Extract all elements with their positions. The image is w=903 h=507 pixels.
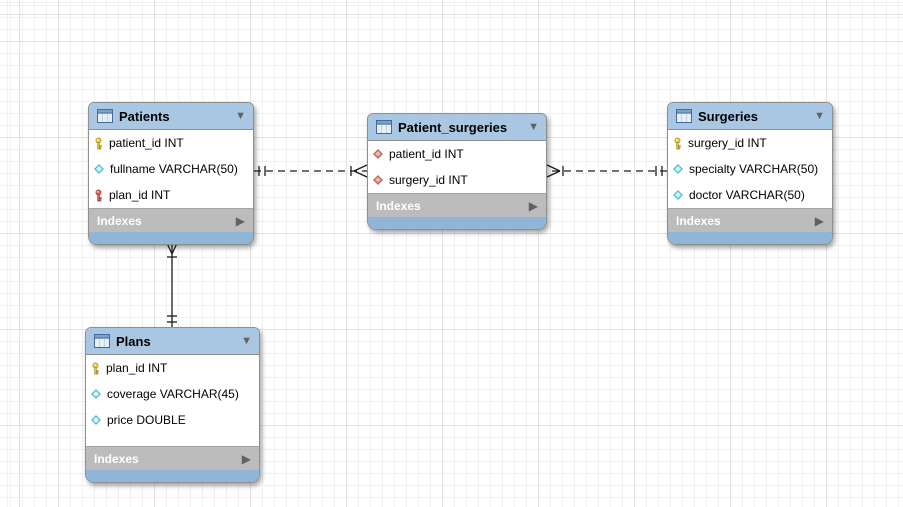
table-icon — [94, 334, 110, 348]
diamond-column-icon — [91, 389, 101, 399]
column-label: patient_id INT — [389, 147, 464, 161]
indexes-bar[interactable]: Indexes ▶ — [86, 446, 259, 470]
table-column-row[interactable]: patient_id INT — [368, 141, 546, 167]
expand-arrow-icon[interactable]: ▶ — [528, 198, 538, 213]
table-column-row[interactable]: surgery_id INT — [668, 130, 832, 156]
diamond-column-icon — [94, 164, 104, 174]
table-icon — [676, 109, 692, 123]
diamond-column-icon — [673, 164, 683, 174]
column-label: price DOUBLE — [107, 413, 186, 427]
table-footer — [89, 232, 253, 244]
table-column-row[interactable]: plan_id INT — [89, 182, 253, 208]
table-column-row[interactable]: surgery_id INT — [368, 167, 546, 193]
indexes-label: Indexes — [97, 213, 142, 228]
table-columns: patient_id INT fullname VARCHAR(50) plan… — [89, 130, 253, 208]
column-label: surgery_id INT — [688, 136, 767, 150]
column-label: patient_id INT — [109, 136, 184, 150]
relationship-patients-to-patient_surgeries[interactable] — [254, 164, 368, 178]
indexes-label: Indexes — [94, 451, 139, 466]
table-column-row[interactable]: price DOUBLE — [86, 407, 259, 433]
column-label: plan_id INT — [109, 188, 171, 202]
table-plans[interactable]: Plans ▼ plan_id INT coverage VARCHAR(45)… — [85, 327, 260, 483]
column-label: fullname VARCHAR(50) — [110, 162, 238, 176]
table-column-row[interactable]: plan_id INT — [86, 355, 259, 381]
table-column-row[interactable]: doctor VARCHAR(50) — [668, 182, 832, 208]
table-header[interactable]: Surgeries ▼ — [668, 103, 832, 130]
collapse-arrow-icon[interactable]: ▼ — [241, 334, 252, 347]
table-surgeries[interactable]: Surgeries ▼ surgery_id INT specialty VAR… — [667, 102, 833, 245]
indexes-bar[interactable]: Indexes ▶ — [368, 193, 546, 217]
column-label: surgery_id INT — [389, 173, 468, 187]
key-primary-icon — [94, 137, 103, 150]
table-columns: surgery_id INT specialty VARCHAR(50) doc… — [668, 130, 832, 208]
table-footer — [86, 470, 259, 482]
collapse-arrow-icon[interactable]: ▼ — [235, 109, 246, 122]
table-icon — [376, 120, 392, 134]
table-title: Plans — [116, 333, 151, 349]
table-title: Patients — [119, 108, 170, 124]
key-primary-icon — [673, 137, 682, 150]
expand-arrow-icon[interactable]: ▶ — [241, 451, 251, 466]
column-label: coverage VARCHAR(45) — [107, 387, 239, 401]
table-header[interactable]: Patient_surgeries ▼ — [368, 114, 546, 141]
collapse-arrow-icon[interactable]: ▼ — [528, 120, 539, 133]
diamond-column-icon — [91, 415, 101, 425]
table-patients[interactable]: Patients ▼ patient_id INT fullname VARCH… — [88, 102, 254, 245]
table-header[interactable]: Patients ▼ — [89, 103, 253, 130]
column-label: doctor VARCHAR(50) — [689, 188, 805, 202]
table-column-row[interactable]: coverage VARCHAR(45) — [86, 381, 259, 407]
column-label: plan_id INT — [106, 361, 168, 375]
indexes-label: Indexes — [376, 198, 421, 213]
indexes-label: Indexes — [676, 213, 721, 228]
relationship-surgeries-to-patient_surgeries[interactable] — [546, 164, 667, 178]
table-icon — [97, 109, 113, 123]
column-label: specialty VARCHAR(50) — [689, 162, 819, 176]
relationship-plans-to-patients[interactable] — [165, 240, 179, 327]
key-primary-icon — [91, 362, 100, 375]
diamond-column-icon — [673, 190, 683, 200]
indexes-bar[interactable]: Indexes ▶ — [668, 208, 832, 232]
key-foreign-icon — [94, 189, 103, 202]
expand-arrow-icon[interactable]: ▶ — [814, 213, 824, 228]
collapse-arrow-icon[interactable]: ▼ — [814, 109, 825, 122]
table-columns: plan_id INT coverage VARCHAR(45) price D… — [86, 355, 259, 446]
expand-arrow-icon[interactable]: ▶ — [235, 213, 245, 228]
table-footer — [368, 217, 546, 229]
table-patient_surgeries[interactable]: Patient_surgeries ▼ patient_id INT surge… — [367, 113, 547, 230]
table-header[interactable]: Plans ▼ — [86, 328, 259, 355]
table-title: Surgeries — [698, 108, 758, 124]
diamond-foreign-icon — [373, 175, 383, 185]
table-title: Patient_surgeries — [398, 119, 508, 135]
diamond-foreign-icon — [373, 149, 383, 159]
table-columns: patient_id INT surgery_id INT — [368, 141, 546, 193]
table-footer — [668, 232, 832, 244]
table-column-row[interactable]: fullname VARCHAR(50) — [89, 156, 253, 182]
table-column-row[interactable]: patient_id INT — [89, 130, 253, 156]
table-column-row[interactable]: specialty VARCHAR(50) — [668, 156, 832, 182]
indexes-bar[interactable]: Indexes ▶ — [89, 208, 253, 232]
